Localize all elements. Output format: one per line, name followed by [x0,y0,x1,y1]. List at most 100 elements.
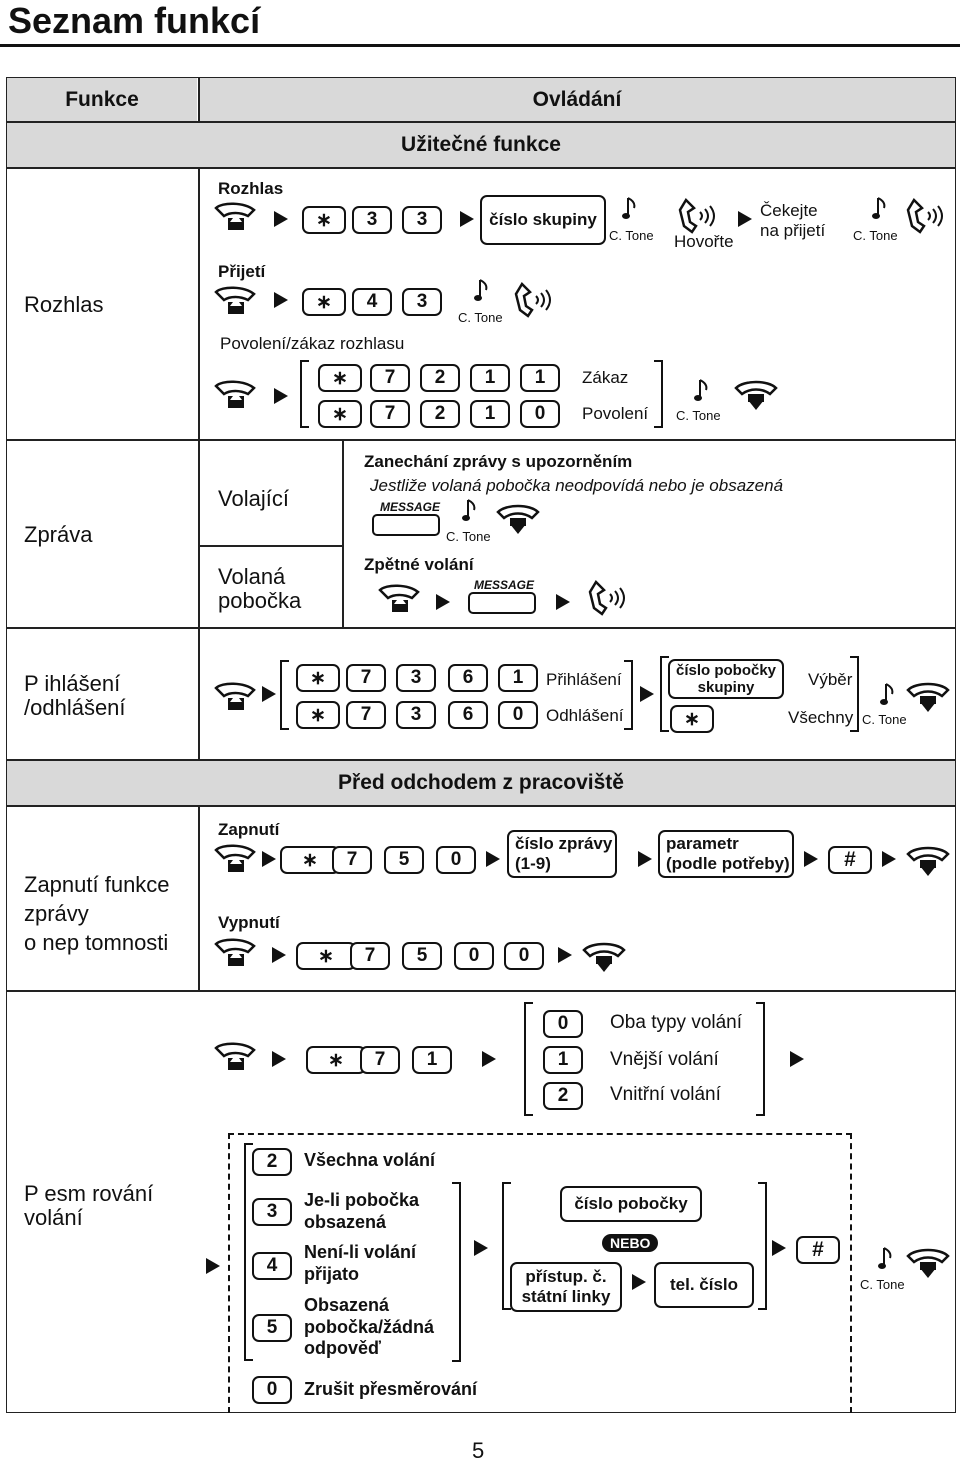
tone-icon [694,379,708,401]
tone-icon [622,197,636,219]
key-star[interactable]: ∗ [302,206,346,234]
key-star[interactable]: ∗ [280,846,340,874]
on-label: Zapnutí [218,820,280,839]
tone-icon [872,197,886,219]
key-3[interactable]: 3 [402,288,442,316]
onhook-icon [734,380,778,410]
key-2[interactable]: 2 [420,364,460,392]
key-1[interactable]: 1 [520,364,560,392]
key-0[interactable]: 0 [252,1376,292,1404]
key-star[interactable]: ∗ [302,288,346,316]
key-6[interactable]: 6 [448,701,488,729]
key-0[interactable]: 0 [436,846,476,874]
tone-icon [462,499,476,521]
message-button[interactable] [372,514,440,536]
function-absent-message: Zapnutí funkce zprávy o nep tomnosti [24,872,170,956]
off-label: Vypnutí [218,913,280,932]
key-7[interactable]: 7 [346,664,386,692]
key-5[interactable]: 5 [384,846,424,874]
key-7[interactable]: 7 [346,701,386,729]
key-3[interactable]: 3 [396,701,436,729]
key-0[interactable]: 0 [504,942,544,970]
group-number-box[interactable]: číslo skupiny [480,195,606,245]
key-star[interactable]: ∗ [296,701,340,729]
key-1[interactable]: 1 [543,1046,583,1074]
offhook-icon [214,286,256,314]
key-7[interactable]: 7 [370,364,410,392]
key-5[interactable]: 5 [402,942,442,970]
parameter-box[interactable]: parametr (podle potřeby) [658,830,794,878]
key-7[interactable]: 7 [360,1046,400,1074]
allow-label: Povolení/zákaz rozhlasu [220,334,405,353]
key-0[interactable]: 0 [498,701,538,729]
key-7[interactable]: 7 [332,846,372,874]
function-zprava: Zpráva [24,522,93,547]
key-0[interactable]: 0 [520,400,560,428]
talk-icon [906,197,943,234]
key-1[interactable]: 1 [412,1046,452,1074]
key-1[interactable]: 1 [498,664,538,692]
key-hash[interactable]: # [828,846,872,874]
ctone-label: C. Tone [609,228,654,243]
ctone-label: C. Tone [860,1277,905,1292]
logout-text: Odhlášení [546,706,624,725]
key-4[interactable]: 4 [252,1252,292,1280]
key-6[interactable]: 6 [448,664,488,692]
key-hash[interactable]: # [796,1236,840,1264]
key-star[interactable]: ∗ [296,664,340,692]
function-forwarding: P esm rování volání [24,1181,154,1231]
key-0[interactable]: 0 [454,942,494,970]
key-2[interactable]: 2 [420,400,460,428]
key-7[interactable]: 7 [370,400,410,428]
key-star[interactable]: ∗ [318,364,362,392]
offhook-icon [214,938,256,966]
onhook-icon [582,942,626,972]
type-external: Vnější volání [610,1049,719,1070]
ctone-label: C. Tone [458,310,503,325]
mode-busy-no-answer: Obsazená pobočka/žádná odpověď [304,1295,435,1359]
key-3[interactable]: 3 [396,664,436,692]
page-number: 5 [472,1438,485,1463]
key-2[interactable]: 2 [543,1082,583,1110]
key-4[interactable]: 4 [352,288,392,316]
extension-number-box[interactable]: číslo pobočky [560,1186,702,1222]
key-2[interactable]: 2 [252,1148,292,1176]
key-0[interactable]: 0 [543,1010,583,1038]
key-3[interactable]: 3 [252,1198,292,1226]
message-button[interactable] [468,592,536,614]
type-both: Oba typy volání [610,1012,743,1033]
talk-icon [678,197,715,234]
phone-number-box[interactable]: tel. číslo [654,1262,754,1308]
key-1[interactable]: 1 [470,400,510,428]
talk-icon [514,281,551,318]
type-internal: Vnitřní volání [610,1084,721,1105]
onhook-icon [906,1248,950,1278]
key-3[interactable]: 3 [402,206,442,234]
talk-icon [588,579,625,616]
ctone-label: C. Tone [446,529,491,544]
key-5[interactable]: 5 [252,1314,292,1342]
onhook-icon [906,682,950,712]
function-table [6,77,956,1413]
key-star[interactable]: ∗ [670,705,714,733]
group-extension-box[interactable]: číslo pobočky skupiny [668,659,784,699]
key-1[interactable]: 1 [470,364,510,392]
message-number-box[interactable]: číslo zprávy (1-9) [507,830,617,878]
function-login: P ihlášení /odhlášení [24,671,126,721]
message-key-label: MESSAGE [474,578,535,592]
key-star[interactable]: ∗ [318,400,362,428]
key-star[interactable]: ∗ [296,942,356,970]
select-text: Výběr [808,670,853,689]
deny-text: Zákaz [582,368,629,387]
leave-message-title: Zanechání zprávy s upozorněním [364,452,633,471]
key-3[interactable]: 3 [352,206,392,234]
onhook-icon [496,504,540,534]
line-access-box[interactable]: přístup. č. státní linky [510,1262,622,1312]
answer-label: Přijetí [218,262,266,281]
offhook-icon [214,682,256,710]
key-star[interactable]: ∗ [306,1046,366,1074]
key-7[interactable]: 7 [350,942,390,970]
wait-label: Čekejte na přijetí [760,201,826,241]
offhook-icon [214,844,256,872]
tone-icon [474,279,488,301]
